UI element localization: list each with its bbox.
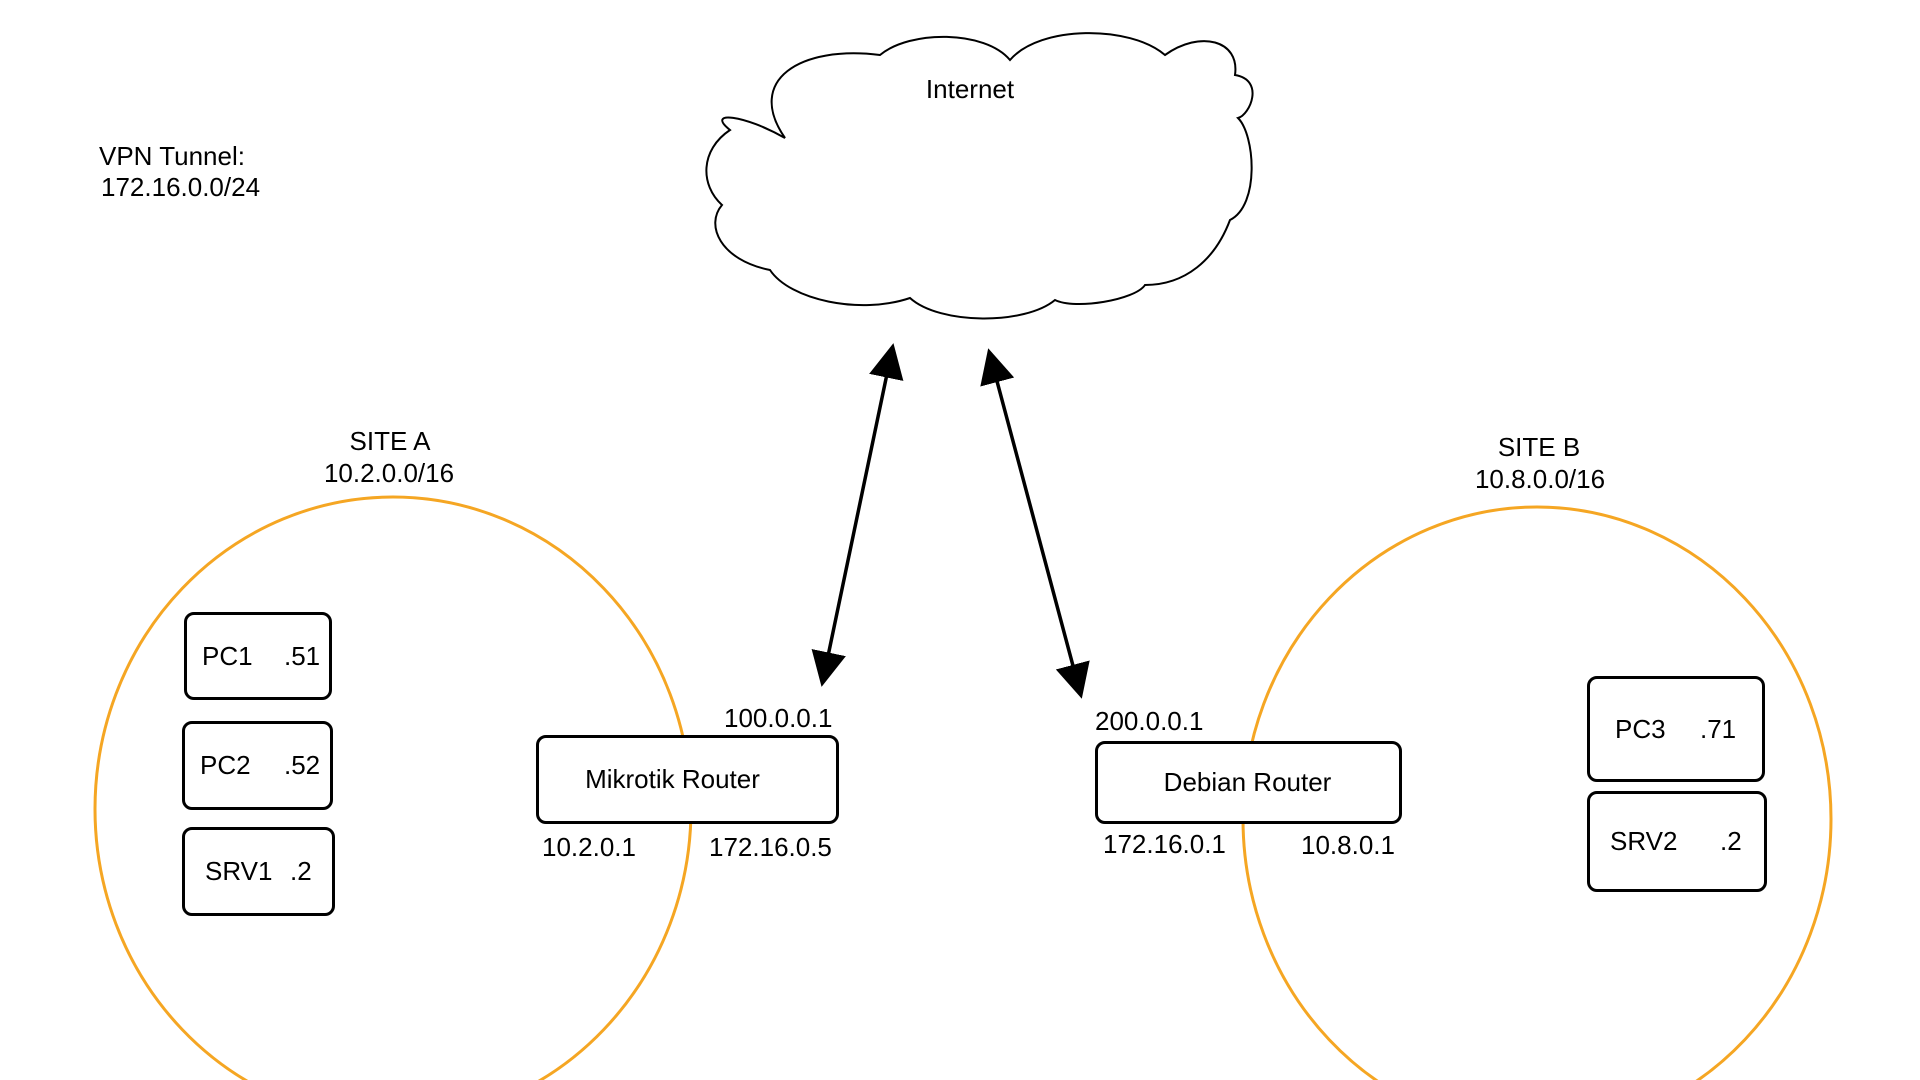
host-ip: .52 bbox=[284, 750, 321, 780]
site-b-subnet: 10.8.0.0/16 bbox=[1474, 464, 1606, 494]
internet-cloud-icon bbox=[705, 32, 1254, 320]
host-srv1[interactable]: SRV1 .2 bbox=[182, 827, 335, 916]
vpn-tunnel-title: VPN Tunnel: bbox=[99, 141, 245, 171]
mikrotik-lan-ip: 10.2.0.1 bbox=[542, 832, 636, 862]
site-a-name: SITE A bbox=[349, 426, 431, 456]
host-ip: .51 bbox=[284, 640, 321, 671]
host-pc3[interactable]: PC3 .71 bbox=[1587, 676, 1765, 782]
host-pc2[interactable]: PC2 .52 bbox=[182, 721, 333, 810]
mikrotik-wan-ip: 100.0.0.1 bbox=[724, 703, 833, 733]
host-pc1[interactable]: PC1 .51 bbox=[184, 612, 332, 700]
mikrotik-router[interactable]: Mikrotik Router bbox=[536, 735, 839, 824]
router-name: Mikrotik Router bbox=[585, 764, 760, 794]
link-arrow-site-a bbox=[811, 343, 904, 687]
site-a-subnet: 10.2.0.0/16 bbox=[323, 458, 455, 488]
host-name: PC3 bbox=[1615, 713, 1666, 744]
host-ip: .2 bbox=[290, 856, 312, 886]
debian-lan-ip: 10.8.0.1 bbox=[1301, 830, 1395, 860]
debian-wan-ip: 200.0.0.1 bbox=[1095, 706, 1204, 736]
internet-label: Internet bbox=[925, 74, 1015, 104]
host-name: SRV1 bbox=[205, 856, 273, 886]
debian-router[interactable]: Debian Router bbox=[1095, 741, 1402, 824]
debian-tunnel-ip: 172.16.0.1 bbox=[1103, 829, 1226, 859]
host-name: SRV2 bbox=[1610, 826, 1678, 856]
host-name: PC1 bbox=[202, 640, 253, 671]
mikrotik-tunnel-ip: 172.16.0.5 bbox=[709, 832, 832, 862]
host-ip: .2 bbox=[1720, 826, 1742, 856]
link-arrow-site-b bbox=[980, 348, 1090, 699]
vpn-tunnel-subnet: 172.16.0.0/24 bbox=[101, 172, 261, 202]
host-name: PC2 bbox=[200, 750, 251, 780]
host-srv2[interactable]: SRV2 .2 bbox=[1587, 791, 1767, 892]
host-ip: .71 bbox=[1700, 713, 1737, 744]
site-b-name: SITE B bbox=[1497, 432, 1581, 462]
router-name: Debian Router bbox=[1163, 767, 1332, 797]
